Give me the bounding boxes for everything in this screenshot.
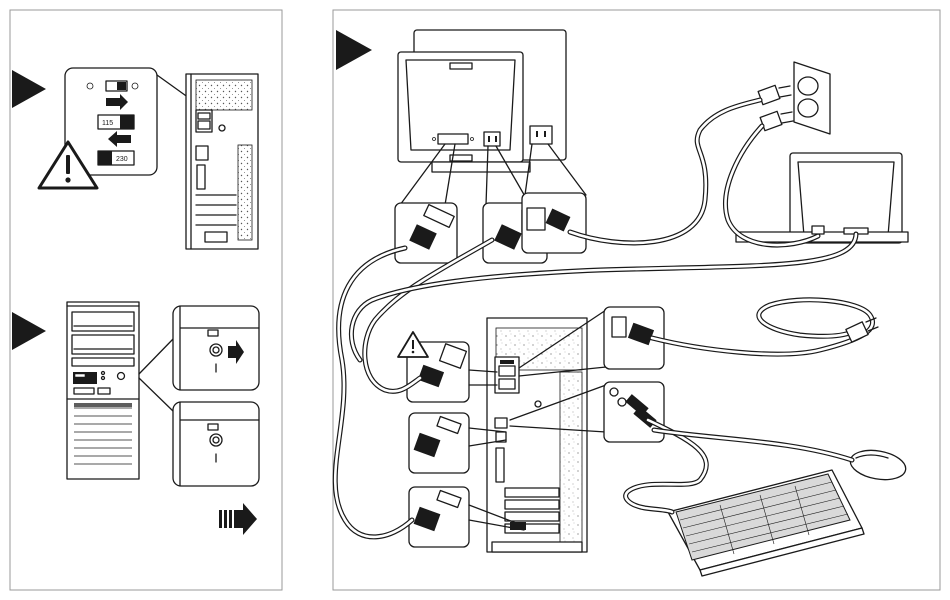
step-arrow-icon bbox=[12, 70, 46, 108]
next-page-arrow-icon bbox=[219, 503, 257, 535]
keyboard bbox=[668, 470, 864, 576]
mouse bbox=[848, 446, 908, 483]
power-button-released-callout bbox=[173, 402, 259, 486]
computer-tower-rear bbox=[487, 318, 587, 552]
step-arrow-icon bbox=[336, 30, 372, 70]
tower-front bbox=[67, 302, 139, 479]
switch-position-230: 230 bbox=[98, 151, 134, 165]
switch-position-115: 115 bbox=[98, 115, 134, 129]
secondary-monitor bbox=[736, 153, 908, 243]
step-arrow-icon bbox=[12, 312, 46, 350]
step-2 bbox=[12, 302, 259, 535]
tower-rear-small bbox=[186, 74, 258, 249]
monitor-front bbox=[398, 52, 530, 172]
step-3 bbox=[335, 30, 908, 576]
power-plugs bbox=[758, 85, 793, 130]
wall-outlet bbox=[794, 62, 830, 134]
ac-inlet-callout bbox=[398, 332, 497, 402]
power-button-callout bbox=[173, 306, 259, 390]
step-1: 115 230 bbox=[12, 68, 258, 249]
svg-text:115: 115 bbox=[102, 120, 113, 127]
svg-text:230: 230 bbox=[116, 156, 128, 163]
